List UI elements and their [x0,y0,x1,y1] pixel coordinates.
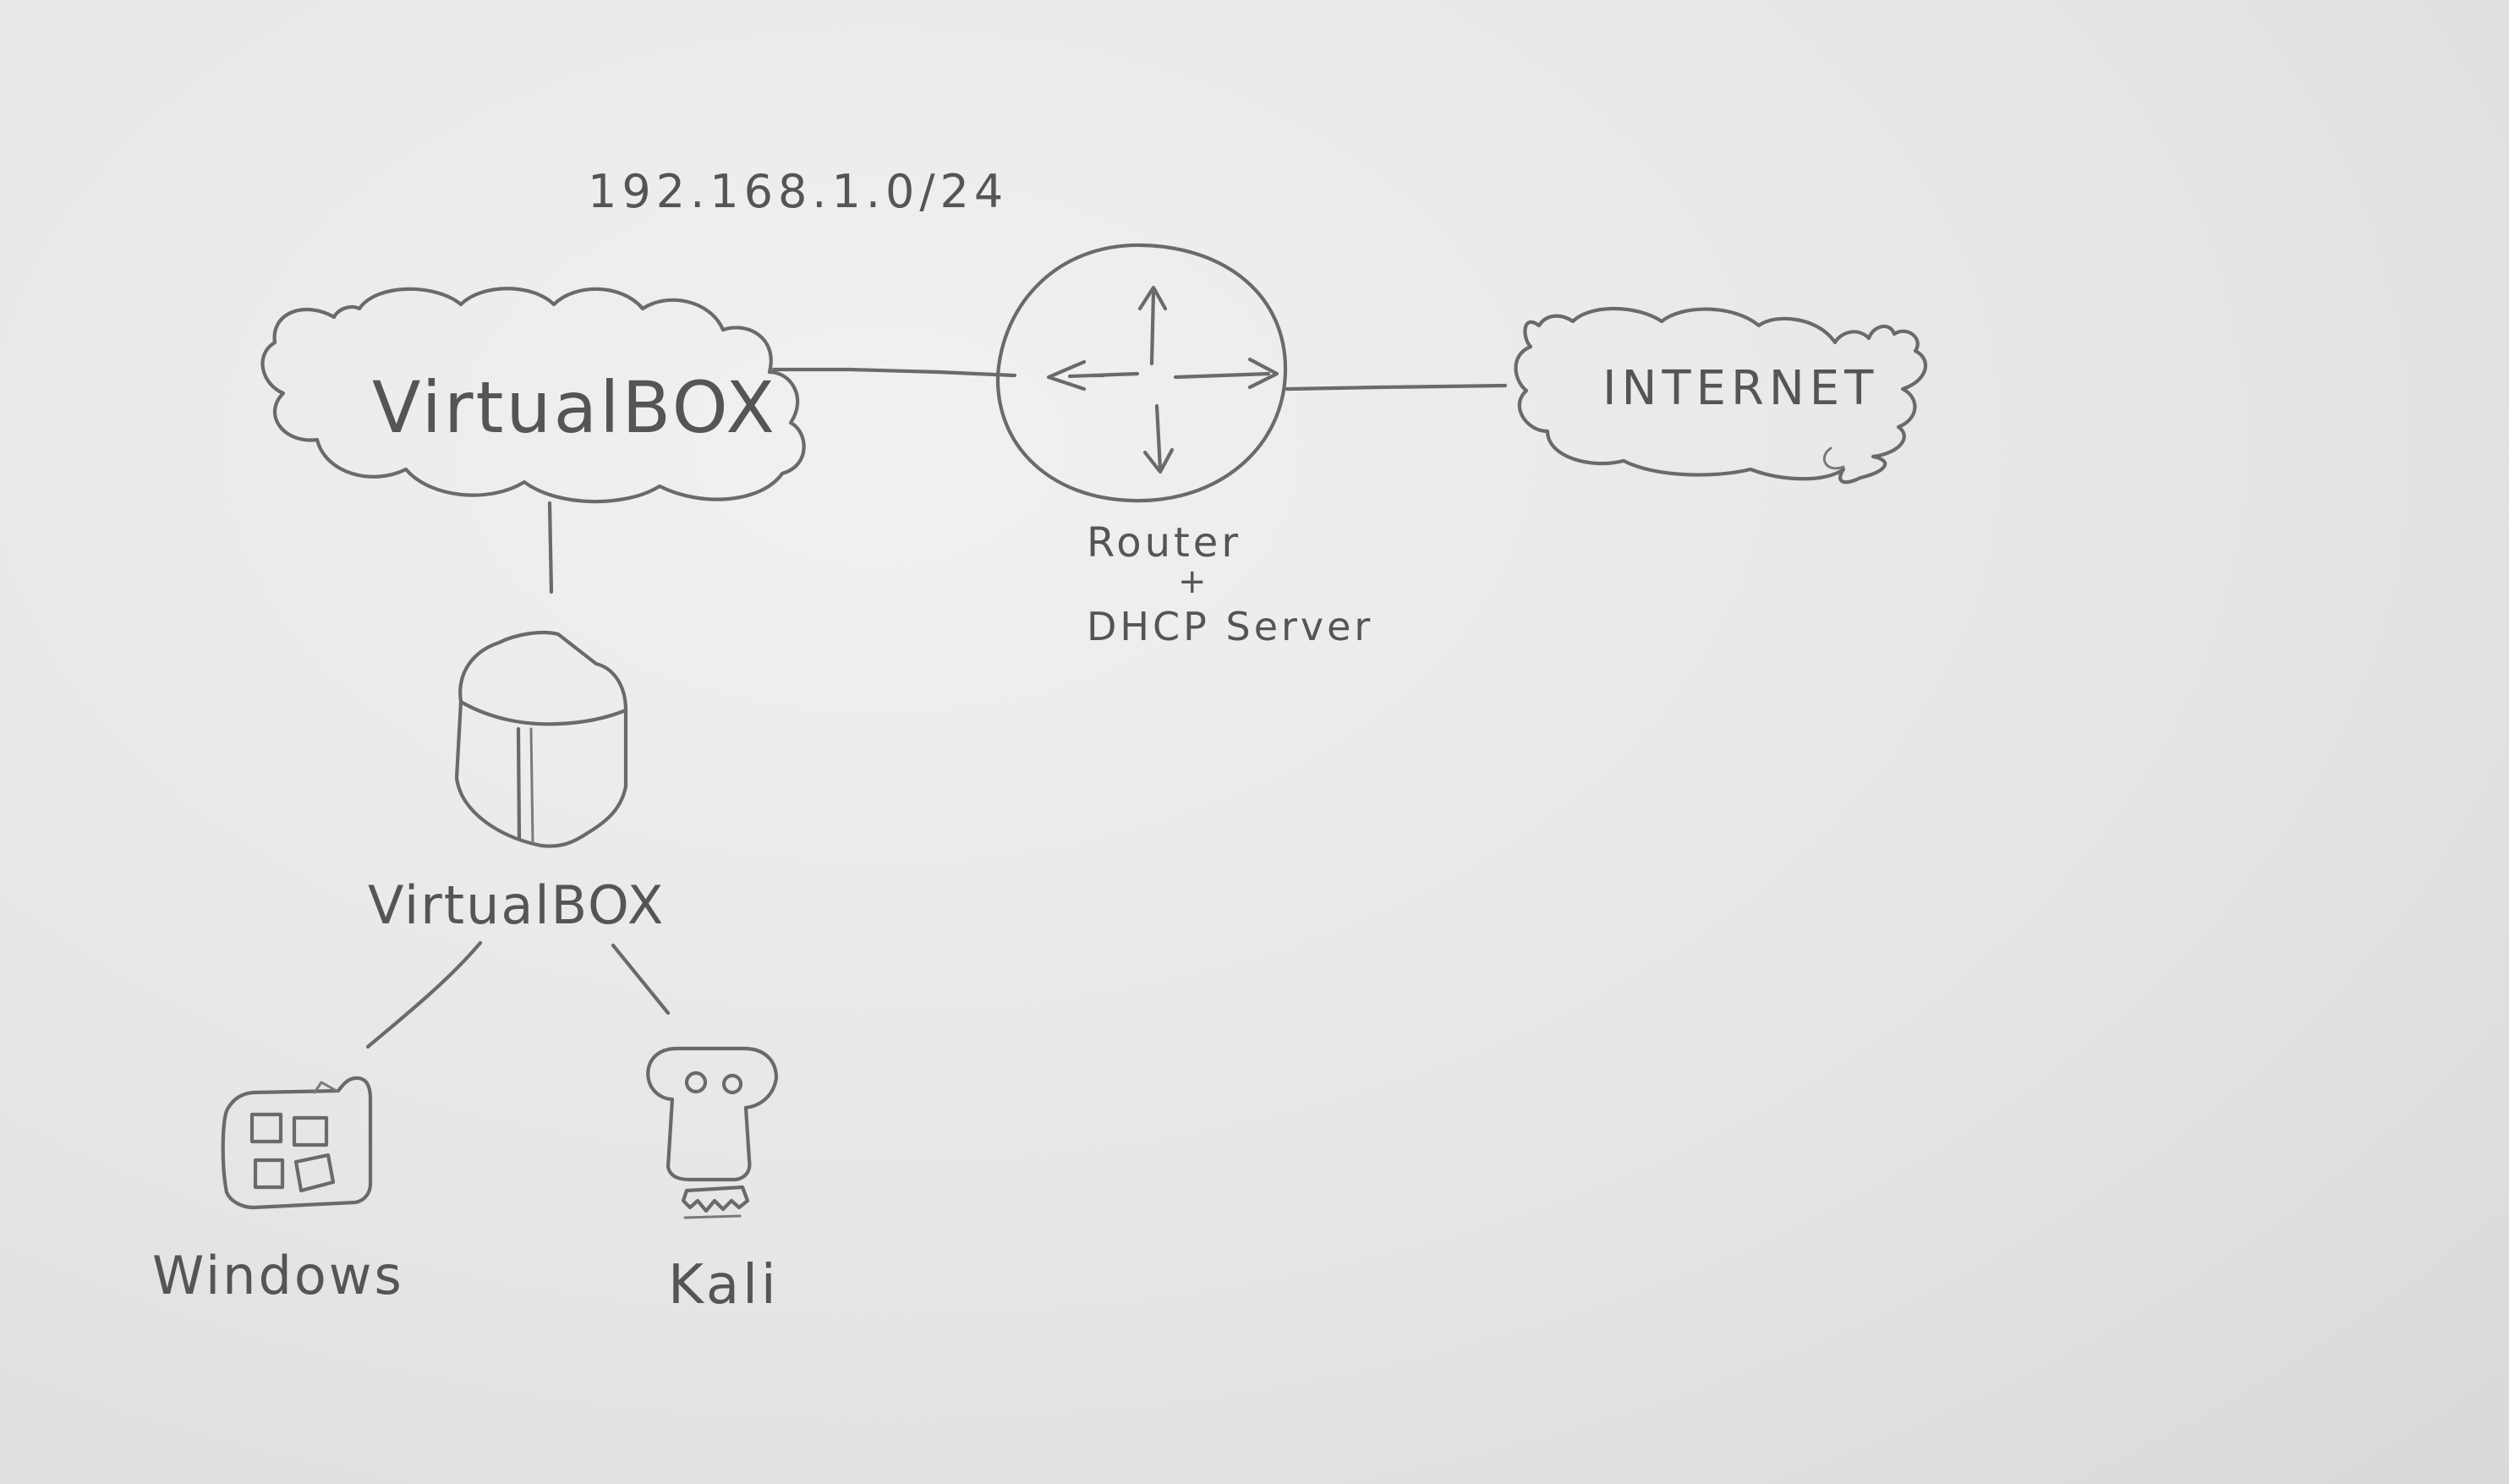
router-plus-label: + [1178,562,1208,601]
cloud-virtualbox-label: VirtualBOX [372,366,777,449]
kali-vm-label: Kali [668,1254,780,1317]
windows-logo-icon [221,1076,373,1210]
skull-icon [646,1046,779,1219]
link-cloud-router [771,367,1017,378]
link-cloud-host [547,501,554,594]
virtualbox-cloud-icon [260,287,806,504]
host-box-icon [454,630,628,848]
link-host-kali [611,943,671,1016]
dhcp-server-label: DHCP Server [1087,604,1374,649]
windows-vm-label: Windows [152,1245,404,1306]
router-icon [995,243,1288,503]
host-virtualbox-label: VirtualBOX [368,874,666,936]
router-arrows-icon [1046,285,1279,474]
link-host-windows [365,940,483,1049]
link-router-internet [1285,383,1508,392]
internet-cloud-icon [1514,307,1927,485]
router-label: Router [1087,519,1242,567]
internet-label: INTERNET [1602,361,1879,416]
subnet-label: 192.168.1.0/24 [588,165,1009,218]
